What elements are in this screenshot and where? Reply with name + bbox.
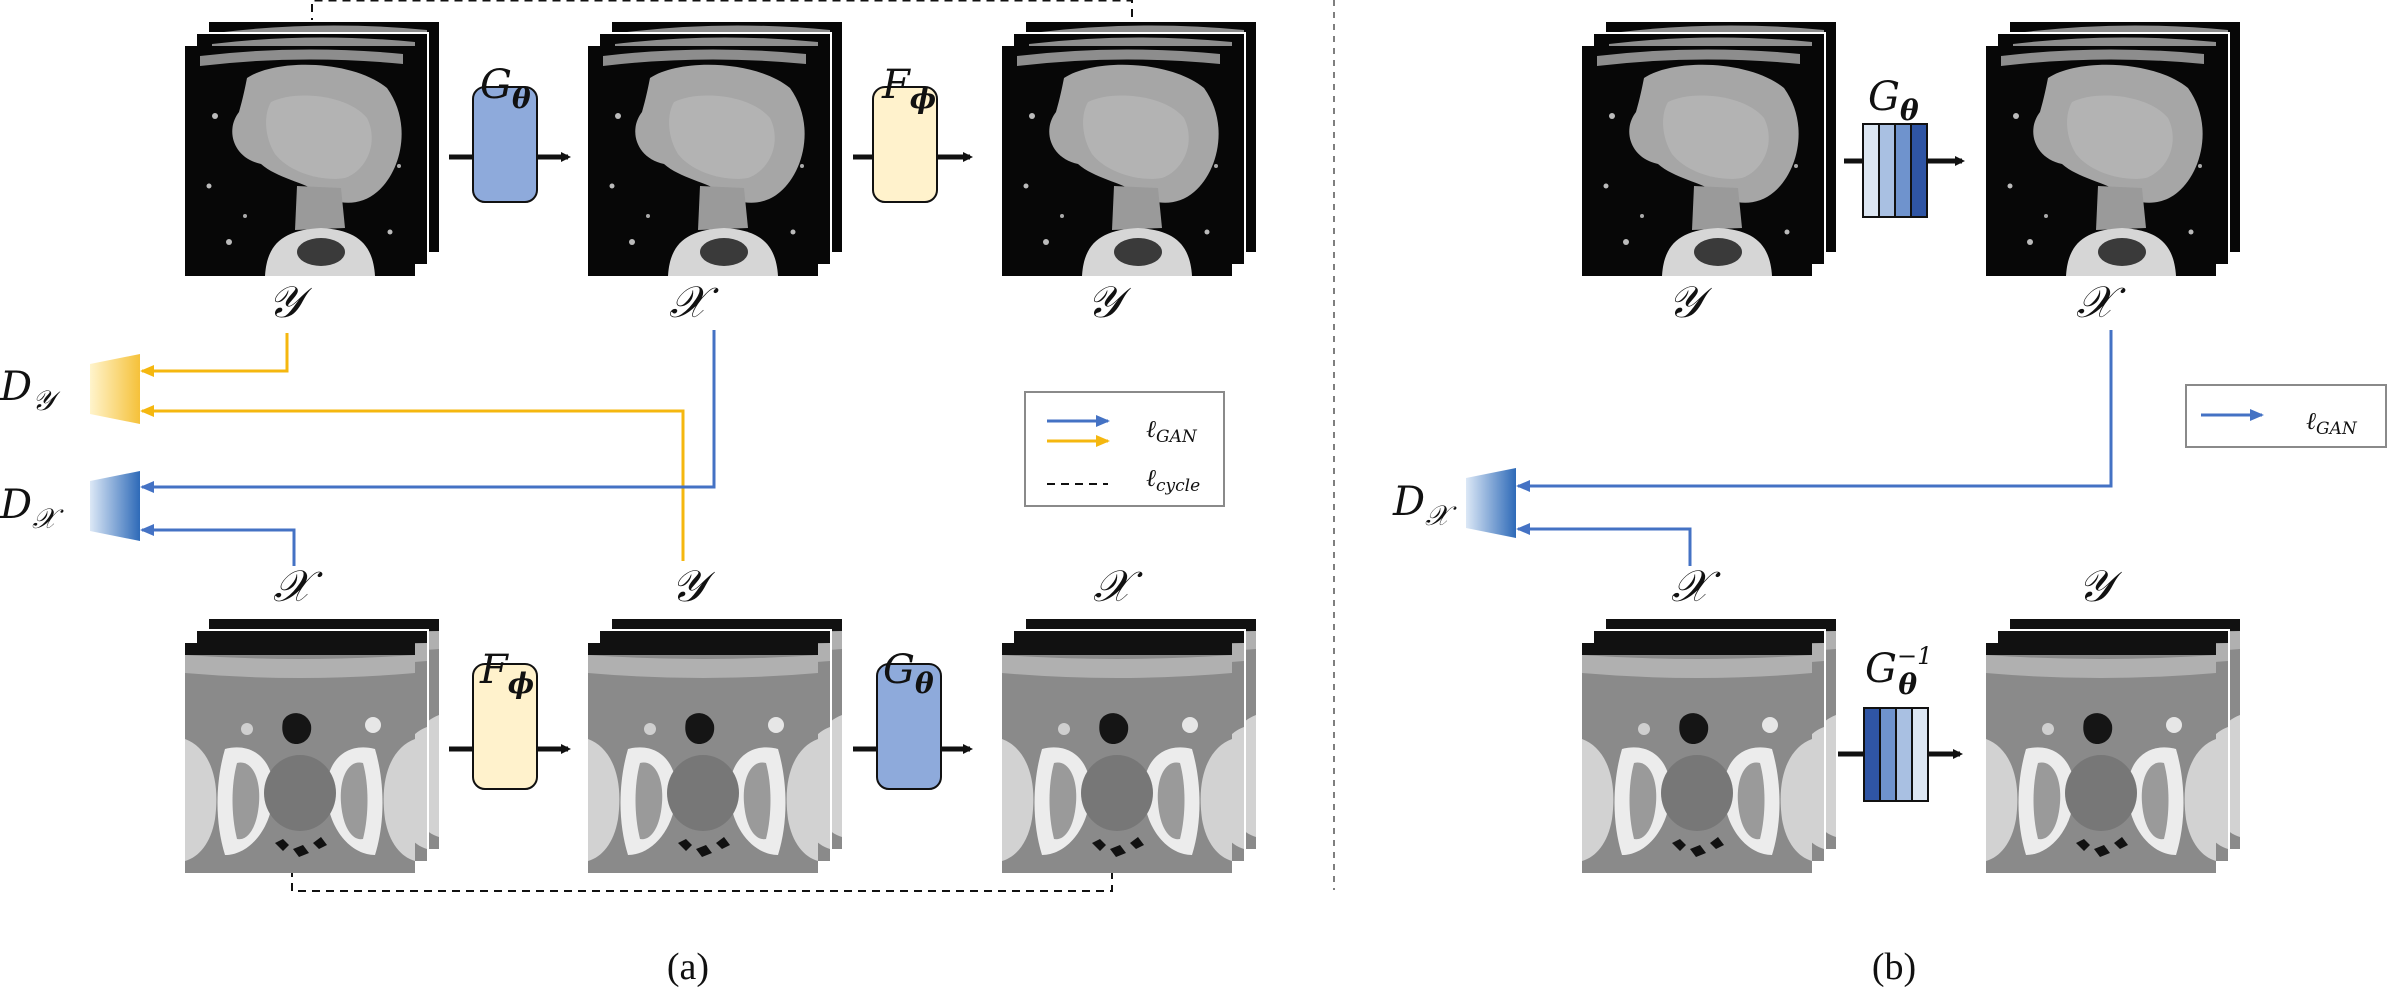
ct-image-top-y1 (185, 21, 440, 276)
panel-a: Gθ Fϕ 𝒴 𝒳 𝒴 D𝒴 D𝒳 ℓGAN ℓcycle 𝒳 𝒴 (0, 0, 1257, 988)
label-b-bottom-y: 𝒴 (2078, 561, 2123, 612)
label-bottom-x1: 𝒳 (273, 561, 323, 612)
label-b-bottom-x: 𝒳 (1671, 561, 1721, 612)
g-theta-label-b-top: Gθ (1868, 74, 1919, 127)
yellow-gan-arrow-1 (140, 333, 289, 377)
label-top-y2: 𝒴 (1087, 277, 1132, 328)
f-phi-block-bottom (472, 663, 538, 790)
g-theta-block-top (472, 86, 538, 203)
ct-image-top-y2 (1002, 21, 1257, 276)
ct-image-bottom-x1 (185, 618, 440, 873)
blue-gan-arrow-1 (140, 330, 716, 493)
caption-a: (a) (667, 946, 709, 988)
discriminator-dx-label: D𝒳 (0, 482, 64, 535)
caption-b: (b) (1872, 946, 1916, 988)
label-bottom-x2: 𝒳 (1093, 561, 1143, 612)
g-theta-label-top: Gθ (480, 62, 531, 115)
ct-image-top-x (588, 21, 843, 276)
g-theta-label-bottom: Gθ (883, 647, 934, 700)
discriminator-dy-label: D𝒴 (0, 364, 61, 417)
blue-gan-arrow-b-2 (1516, 523, 1692, 566)
invertible-g-inverse-block (1863, 707, 1929, 802)
f-phi-block-top (872, 86, 938, 203)
ct-image-b-top-x (1986, 21, 2241, 276)
label-bottom-y: 𝒴 (671, 561, 716, 612)
legend-cycle-label: ℓcycle (1146, 464, 1200, 496)
label-b-top-x: 𝒳 (2076, 277, 2126, 328)
legend-b-gan-label: ℓGAN (2306, 407, 2358, 439)
ct-image-bottom-x2 (1002, 618, 1257, 873)
discriminator-b-dx-shape (1466, 468, 1516, 538)
ct-image-b-bottom-y (1986, 618, 2241, 873)
legend-b: ℓGAN (2185, 384, 2387, 448)
discriminator-dx-shape (90, 471, 140, 541)
f-phi-label-top: Fϕ (881, 62, 936, 115)
ct-image-b-top-y (1582, 21, 1837, 276)
label-top-y1: 𝒴 (268, 277, 313, 328)
discriminator-dy-shape (90, 354, 140, 424)
label-b-top-y: 𝒴 (1668, 277, 1713, 328)
ct-image-bottom-y (588, 618, 843, 873)
yellow-gan-arrow-2 (140, 405, 685, 561)
f-phi-label-bottom: Fϕ (479, 647, 534, 700)
blue-gan-arrow-b-1 (1516, 330, 2113, 492)
discriminator-b-dx-label: D𝒳 (1392, 479, 1457, 532)
blue-gan-arrow-2b (140, 524, 296, 566)
legend-a: ℓGAN ℓcycle (1024, 391, 1225, 507)
g-theta-block-bottom (876, 663, 942, 790)
legend-gan-label-blue: ℓGAN (1146, 415, 1198, 447)
ct-image-b-bottom-x (1582, 618, 1837, 873)
invertible-g-block-top (1862, 123, 1928, 218)
label-top-x: 𝒳 (669, 277, 719, 328)
